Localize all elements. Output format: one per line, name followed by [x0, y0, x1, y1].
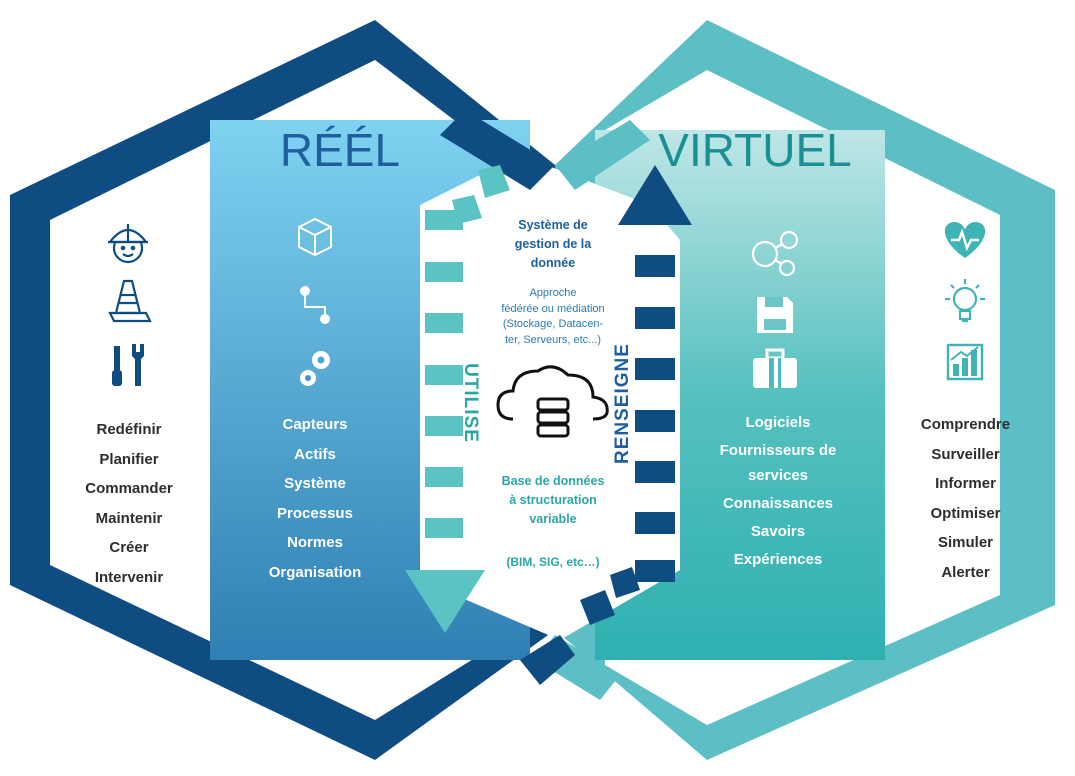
system-title-line: Système de	[518, 218, 588, 232]
list-item: Fournisseurs de	[719, 442, 837, 459]
list-item: Commander	[85, 480, 173, 497]
list-item: services	[747, 467, 809, 484]
renseigne-arrow	[580, 165, 692, 625]
process-flow-icon	[300, 286, 330, 324]
list-item: Alerter	[941, 563, 990, 581]
virtuel-hexagon	[555, 20, 1055, 760]
lightbulb-icon	[945, 279, 985, 323]
reel-link-bottom	[520, 635, 575, 685]
list-item: Maintenir	[95, 509, 163, 527]
database-title-line: à structuration	[509, 493, 597, 507]
list-item: Connaissances	[722, 495, 834, 512]
utilise-label: UTILISE	[460, 363, 481, 443]
floppy-disk-icon	[757, 297, 793, 333]
system-title: Système de gestion de la donnée	[478, 216, 628, 273]
list-item: Savoirs	[750, 523, 806, 540]
cloud-server-icon	[496, 365, 609, 438]
list-item: Surveiller	[931, 445, 1000, 463]
worker-helmet-icon	[107, 224, 149, 264]
reel-elements-list: Capteurs Actifs Système Processus Normes…	[240, 410, 390, 587]
list-item: Capteurs	[282, 416, 348, 433]
tools-icon	[112, 344, 144, 386]
growth-chart-icon	[946, 343, 984, 381]
traffic-cone-icon	[108, 279, 152, 323]
list-item: Système	[284, 475, 346, 492]
system-title-line: donnée	[530, 256, 576, 270]
cube-icon	[298, 217, 332, 257]
database-subtitle: (BIM, SIG, etc…)	[506, 555, 600, 569]
list-item: Redéfinir	[96, 421, 162, 438]
list-item: Comprendre	[920, 416, 1011, 433]
virtuel-elements-list: Logiciels Fournisseurs de services Conna…	[700, 410, 856, 572]
reel-title: RÉÉL	[279, 124, 401, 176]
reel-actions-list: Redéfinir Planifier Commander Maintenir …	[40, 415, 218, 592]
list-item: Intervenir	[94, 568, 164, 586]
virtuel-actions-list: Comprendre Surveiller Informer Optimiser…	[888, 410, 1043, 587]
utilise-arrow	[405, 165, 510, 633]
gears-icon	[300, 351, 330, 386]
list-item: Créer	[109, 539, 149, 556]
system-subtitle: Approche fédérée ou médiation (Stockage,…	[478, 286, 628, 348]
list-item: Planifier	[99, 450, 159, 468]
list-item: Optimiser	[930, 504, 1001, 522]
briefcase-icon	[753, 348, 797, 388]
database-title-line: Base de données	[501, 474, 605, 488]
database-title-line: variable	[529, 512, 577, 526]
people-network-icon	[751, 230, 799, 277]
database-title: Base de données à structuration variable	[478, 472, 628, 529]
reel-link-top	[440, 110, 555, 190]
heart-pulse-icon	[944, 222, 986, 258]
list-item: Logiciels	[745, 414, 811, 431]
system-subtitle-line: (Stockage, Datacen-	[502, 318, 604, 330]
list-item: Actifs	[294, 445, 336, 463]
list-item: Normes	[287, 534, 343, 551]
virtuel-title: VIRTUEL	[658, 124, 852, 176]
list-item: Informer	[935, 475, 996, 492]
system-subtitle-line: ter, Serveurs, etc...)	[505, 333, 601, 346]
system-subtitle-line: fédérée ou médiation	[501, 302, 605, 315]
renseigne-label: RENSEIGNE	[612, 343, 633, 464]
list-item: Simuler	[937, 534, 994, 551]
list-item: Expériences	[733, 551, 823, 568]
list-item: Organisation	[268, 563, 362, 581]
list-item: Processus	[277, 504, 353, 522]
system-title-line: gestion de la	[514, 237, 592, 251]
system-subtitle-line: Approche	[529, 287, 577, 299]
virtuel-link-top	[555, 120, 650, 190]
